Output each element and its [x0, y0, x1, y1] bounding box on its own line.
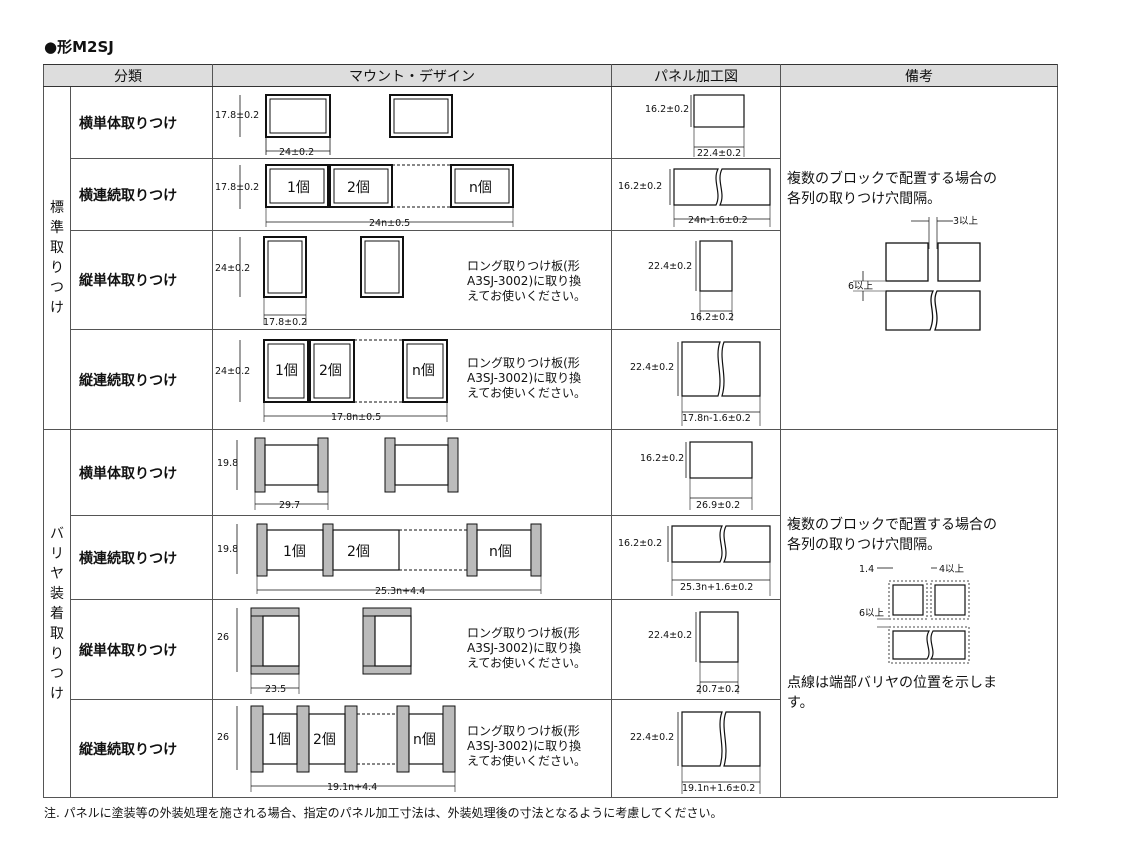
- panel-drawing: 22.4±0.2 16.2±0.2: [611, 230, 781, 330]
- table-row: 標準取りつけ 横単体取りつけ 17.8±0.2 24±0.2: [43, 86, 1058, 430]
- panel-drawing: 16.2±0.2 26.9±0.2: [611, 429, 781, 516]
- svg-text:n個: n個: [413, 732, 436, 748]
- svg-text:6以上: 6以上: [848, 281, 874, 292]
- row-class: 横単体取りつけ: [70, 86, 213, 159]
- table-row: バリヤ装着取りつけ 横単体取りつけ 19.8 29.7: [43, 429, 1058, 798]
- svg-text:22.4±0.2: 22.4±0.2: [648, 261, 692, 272]
- table-header: 分類 マウント・デザイン パネル加工図 備考: [43, 64, 1058, 87]
- group-barrier: バリヤ装着取りつけ: [43, 429, 71, 798]
- svg-text:24n-1.6±0.2: 24n-1.6±0.2: [688, 215, 748, 226]
- svg-text:n個: n個: [412, 363, 435, 379]
- row-class: 縦連続取りつけ: [70, 699, 213, 798]
- svg-text:2個: 2個: [313, 732, 336, 748]
- mount-drawing: 24±0.2 1個 2個 n個 17.8n±0.5: [212, 329, 612, 430]
- svg-text:n個: n個: [489, 544, 512, 560]
- table-row: 縦連続取りつけ 24±0.2 1個 2個 n個: [44, 329, 1058, 430]
- svg-text:29.7: 29.7: [279, 500, 300, 511]
- svg-text:2個: 2個: [319, 363, 342, 379]
- svg-text:19.8: 19.8: [217, 458, 238, 469]
- svg-text:17.8±0.2: 17.8±0.2: [263, 317, 307, 328]
- mount-drawing: 26 1個 2個 n個 19.1n: [212, 699, 612, 798]
- header-mount-design: マウント・デザイン: [212, 64, 612, 87]
- spacing-diagram-standard: 3以上 6以上: [848, 216, 981, 331]
- spec-table: 分類 マウント・デザイン パネル加工図 備考 標準取りつけ 横単体取りつけ 17…: [43, 64, 1058, 798]
- panel-drawing: 16.2±0.2 22.4±0.2: [611, 86, 781, 159]
- svg-text:19.8: 19.8: [217, 544, 238, 555]
- svg-text:1個: 1個: [268, 732, 291, 748]
- svg-text:26: 26: [217, 632, 229, 643]
- row-class: 縦連続取りつけ: [70, 329, 213, 430]
- svg-text:6以上: 6以上: [859, 608, 885, 619]
- svg-text:24±0.2: 24±0.2: [215, 263, 250, 274]
- svg-text:16.2±0.2: 16.2±0.2: [640, 453, 684, 464]
- svg-text:17.8n-1.6±0.2: 17.8n-1.6±0.2: [682, 413, 751, 424]
- footnote: 注. パネルに塗装等の外装処理を施される場合、指定のパネル加工寸法は、外装処理後…: [44, 806, 723, 820]
- svg-text:24n±0.5: 24n±0.5: [369, 218, 410, 229]
- page-title: ●形M2SJ: [44, 38, 114, 56]
- svg-text:3以上: 3以上: [953, 216, 979, 227]
- svg-text:25.3n+4.4: 25.3n+4.4: [375, 586, 425, 597]
- svg-text:25.3n+1.6±0.2: 25.3n+1.6±0.2: [680, 582, 753, 593]
- svg-text:16.2±0.2: 16.2±0.2: [618, 181, 662, 192]
- svg-text:23.5: 23.5: [265, 684, 286, 695]
- mount-drawing: 17.8±0.2 24±0.2: [212, 86, 612, 159]
- panel-drawing: 16.2±0.2 25.3n+1.6±0.2: [611, 515, 781, 600]
- panel-drawing: 22.4±0.2 17.8n-1.6±0.2: [611, 329, 781, 430]
- mount-drawing: 19.8 29.7: [212, 429, 612, 516]
- svg-text:24±0.2: 24±0.2: [279, 147, 314, 158]
- panel-drawing: 16.2±0.2 24n-1.6±0.2: [611, 158, 781, 231]
- table-row: 横連続取りつけ 17.8±0.2 1個 2個 n個: [44, 158, 1058, 231]
- header-category: 分類: [43, 64, 213, 87]
- row-class: 横連続取りつけ: [70, 158, 213, 231]
- svg-text:19.1n+1.6±0.2: 19.1n+1.6±0.2: [682, 783, 755, 794]
- svg-text:22.4±0.2: 22.4±0.2: [648, 630, 692, 641]
- svg-text:1個: 1個: [287, 180, 310, 196]
- row-class: 縦単体取りつけ: [70, 230, 213, 330]
- svg-text:4以上: 4以上: [939, 564, 965, 575]
- panel-drawing: 22.4±0.2 19.1n+1.6±0.2: [611, 699, 781, 798]
- header-remarks: 備考: [780, 64, 1058, 87]
- svg-text:2個: 2個: [347, 544, 370, 560]
- mount-drawing: 19.8 1個 2個 n個 25.3n+4.4: [212, 515, 612, 600]
- svg-text:22.4±0.2: 22.4±0.2: [697, 148, 741, 158]
- panel-drawing: 22.4±0.2 20.7±0.2: [611, 599, 781, 700]
- svg-text:17.8n±0.5: 17.8n±0.5: [331, 412, 381, 423]
- svg-text:26: 26: [217, 732, 229, 743]
- svg-text:n個: n個: [469, 180, 492, 196]
- svg-text:22.4±0.2: 22.4±0.2: [630, 362, 674, 373]
- header-panel-cutout: パネル加工図: [611, 64, 781, 87]
- svg-text:26.9±0.2: 26.9±0.2: [696, 500, 740, 511]
- svg-text:16.2±0.2: 16.2±0.2: [690, 312, 734, 323]
- svg-text:16.2±0.2: 16.2±0.2: [618, 538, 662, 549]
- mount-drawing: 17.8±0.2 1個 2個 n個 24n±0.5: [212, 158, 612, 231]
- svg-text:20.7±0.2: 20.7±0.2: [696, 684, 740, 695]
- table-row: 縦単体取りつけ 26 23.5: [44, 599, 1058, 700]
- svg-text:22.4±0.2: 22.4±0.2: [630, 732, 674, 743]
- svg-text:17.8±0.2: 17.8±0.2: [215, 110, 259, 121]
- row-class: 横単体取りつけ: [70, 429, 213, 516]
- group-standard: 標準取りつけ: [43, 86, 71, 430]
- svg-text:24±0.2: 24±0.2: [215, 366, 250, 377]
- svg-text:1個: 1個: [275, 363, 298, 379]
- remarks-barrier: 複数のブロックで配置する場合の 各列の取りつけ穴間隔。 1.4 4以上: [780, 429, 1058, 798]
- svg-text:16.2±0.2: 16.2±0.2: [645, 104, 689, 115]
- table-row: 縦連続取りつけ 26 1個 2個 n個: [44, 699, 1058, 798]
- row-class: 縦単体取りつけ: [70, 599, 213, 700]
- svg-text:1.4: 1.4: [859, 564, 874, 575]
- table-row: 横連続取りつけ 19.8 1個 2個 n個: [44, 515, 1058, 600]
- svg-text:2個: 2個: [347, 180, 370, 196]
- spacing-diagram-barrier: 1.4 4以上 6以上: [859, 564, 970, 663]
- remarks-standard: 複数のブロックで配置する場合の 各列の取りつけ穴間隔。 3以上: [780, 86, 1058, 430]
- svg-text:1個: 1個: [283, 544, 306, 560]
- svg-text:17.8±0.2: 17.8±0.2: [215, 182, 259, 193]
- row-class: 横連続取りつけ: [70, 515, 213, 600]
- svg-text:19.1n+4.4: 19.1n+4.4: [327, 782, 377, 793]
